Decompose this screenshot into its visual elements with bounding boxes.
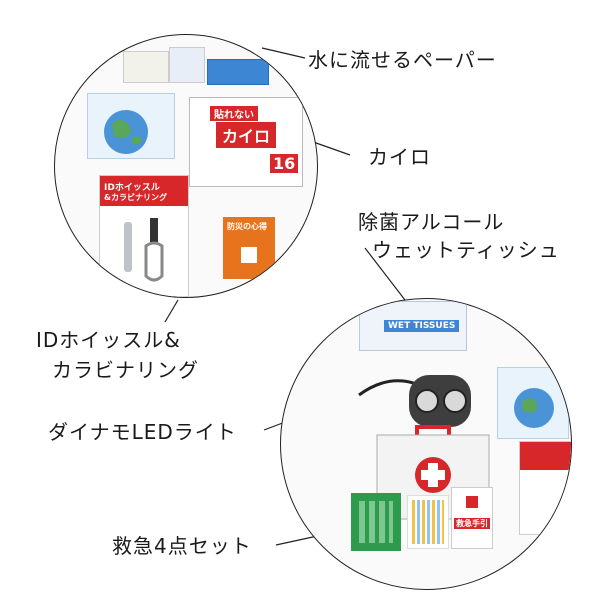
label-wet-tissue-1: 除菌アルコール <box>358 210 505 234</box>
label-wet-paper: 水に流せるペーパー <box>308 48 497 72</box>
bandage-card <box>351 493 401 551</box>
red-cross-icon <box>466 496 478 508</box>
label-whistle-2: カラビナリング <box>52 358 199 382</box>
orange-card-text: 防災の心得 <box>227 222 267 231</box>
wet-paper-package <box>87 93 175 159</box>
whistle-icon <box>124 218 164 282</box>
label-wet-tissue-2: ウェットティッシュ <box>372 238 560 262</box>
small-package <box>169 47 205 83</box>
cotton-swabs <box>407 495 449 549</box>
wet-tissue-text: WET TISSUES <box>384 320 460 332</box>
guide-text: 救急手引 <box>454 518 490 529</box>
zoom-circle-bottom: WET TISSUES 救急手引 <box>280 298 572 590</box>
globe-icon <box>514 388 554 428</box>
label-first-aid: 救急4点セット <box>112 534 252 558</box>
cross-icon <box>241 247 257 263</box>
wet-paper-package-2 <box>497 367 569 439</box>
whistle-header <box>520 442 571 470</box>
wet-tissue-package: WET TISSUES <box>359 301 467 351</box>
bandage-strips <box>359 501 393 543</box>
label-kairo: カイロ <box>368 145 431 169</box>
whistle-package-2 <box>519 441 571 535</box>
guide-booklet: 救急手引 <box>451 487 493 549</box>
blue-package <box>207 59 269 85</box>
kairo-badge: 16 <box>270 154 299 173</box>
kairo-package: 貼れない カイロ 16 <box>189 97 303 187</box>
globe-icon <box>104 110 148 154</box>
orange-card: 防災の心得 <box>223 217 275 279</box>
label-whistle-1: IDホイッスル& <box>36 328 181 352</box>
kairo-title-text: カイロ <box>216 122 277 148</box>
whistle-title-text: IDホイッスル <box>104 183 160 193</box>
zoom-circle-top: 貼れない カイロ 16 IDホイッスル &カラビナリング 防災の心得 <box>54 34 318 298</box>
kairo-sub-text: 貼れない <box>210 106 258 121</box>
whistle-package: IDホイッスル &カラビナリング <box>99 175 189 297</box>
label-dynamo: ダイナモLEDライト <box>48 420 237 444</box>
small-package <box>123 51 169 83</box>
whistle-sub-text: &カラビナリング <box>104 193 167 202</box>
whistle-header <box>100 176 188 206</box>
dynamo-light <box>358 375 471 427</box>
